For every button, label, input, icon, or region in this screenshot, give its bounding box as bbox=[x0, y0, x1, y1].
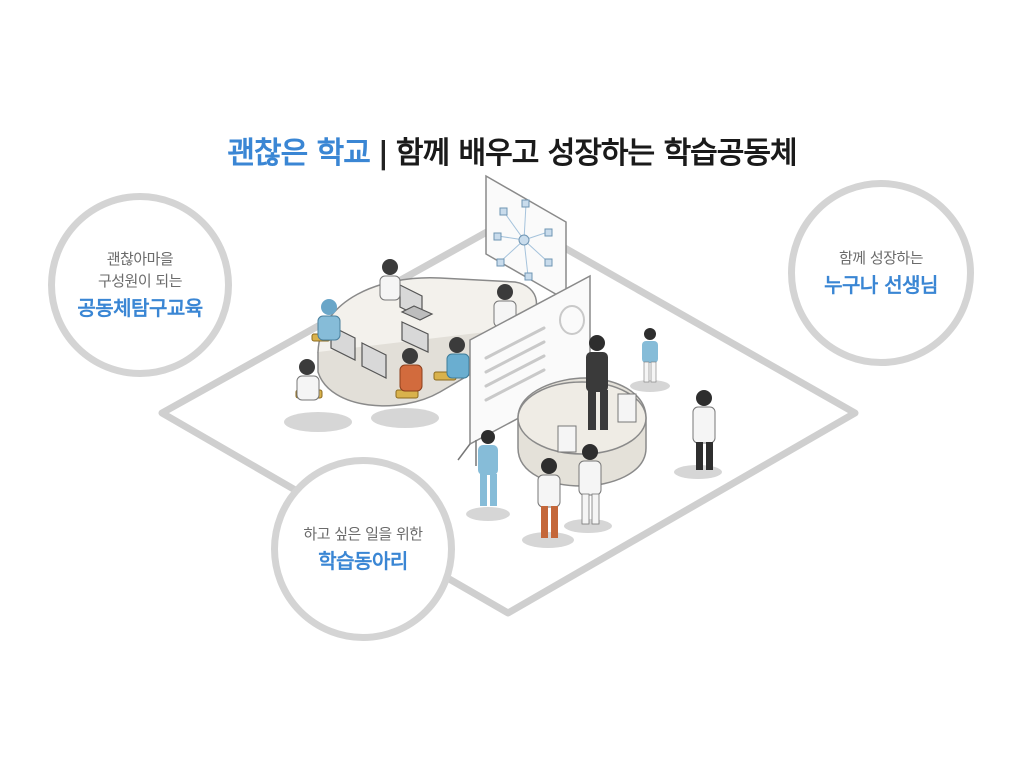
bubble-right-main: 누구나 선생님 bbox=[824, 273, 938, 297]
page-title: 괜찮은 학교|함께 배우고 성장하는 학습공동체 bbox=[0, 128, 1024, 172]
bubble-left-line2: 구성원이 되는 bbox=[97, 272, 183, 290]
person-icon bbox=[296, 259, 517, 401]
title-rest: 함께 배우고 성장하는 학습공동체 bbox=[395, 136, 798, 171]
bubble-community-education: 괜찮아마을 구성원이 되는 공동체탐구교육 bbox=[48, 193, 232, 377]
laptop-icon bbox=[330, 284, 434, 379]
bubble-right-line1: 함께 성장하는 bbox=[838, 249, 924, 267]
bubble-learning-club: 하고 싶은 일을 위한 학습동아리 bbox=[271, 457, 455, 641]
bubble-left-main: 공동체탐구교육 bbox=[77, 296, 203, 320]
bubble-anyone-teacher: 함께 성장하는 누구나 선생님 bbox=[788, 180, 974, 366]
bubble-bottom-line1: 하고 싶은 일을 위한 bbox=[303, 525, 423, 543]
bubble-bottom-main: 학습동아리 bbox=[318, 549, 408, 573]
bubble-left-line1: 괜찮아마을 bbox=[106, 250, 174, 268]
title-separator: | bbox=[377, 136, 389, 171]
person-icon bbox=[478, 328, 716, 538]
title-accent: 괜찮은 학교 bbox=[227, 136, 370, 171]
